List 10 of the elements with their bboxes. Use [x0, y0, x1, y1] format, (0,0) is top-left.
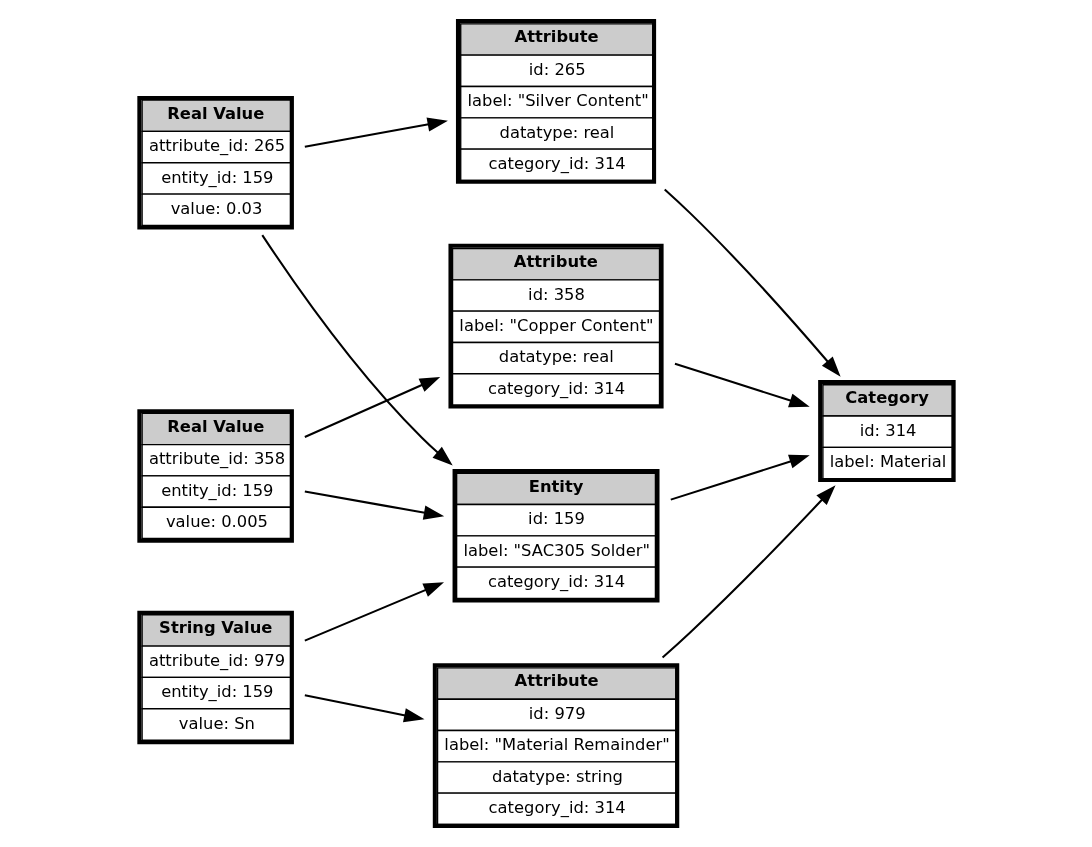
- arrow: [670, 454, 810, 501]
- arrow: [663, 188, 841, 377]
- arrow: [303, 376, 440, 438]
- arrow: [303, 582, 444, 642]
- arrow: [304, 694, 424, 723]
- arrow: [674, 362, 810, 408]
- arrow: [304, 490, 444, 520]
- arrow: [661, 485, 836, 659]
- arrow: [304, 117, 448, 148]
- arrow: [260, 234, 453, 466]
